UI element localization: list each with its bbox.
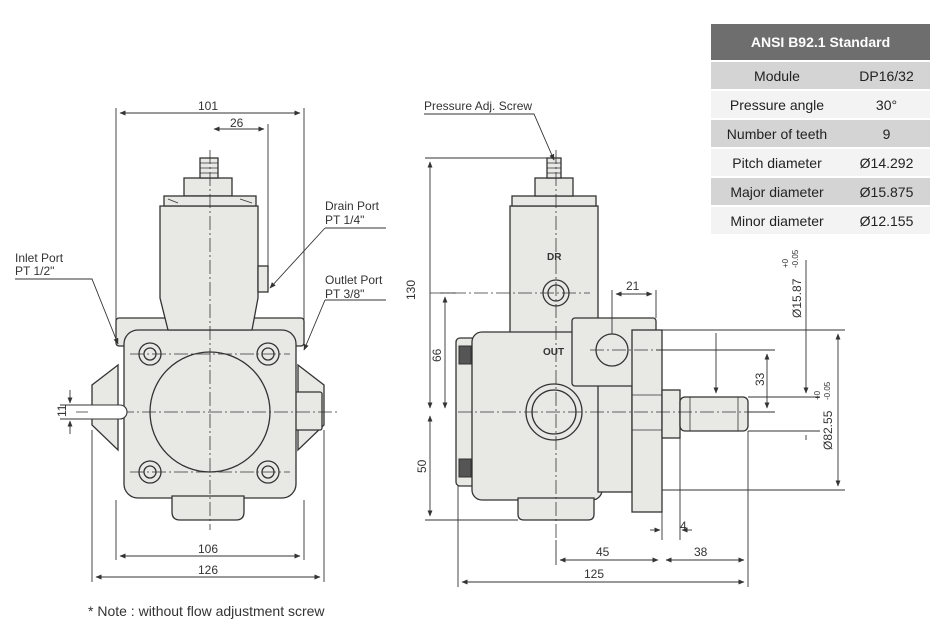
dim-101: 101: [198, 99, 218, 113]
row-param: Pitch diameter: [711, 149, 843, 176]
side-dimensions: [424, 113, 845, 587]
row-value: Ø12.155: [843, 207, 930, 234]
drain-port-label: Drain Port: [325, 199, 380, 213]
row-param: Minor diameter: [711, 207, 843, 234]
table-row: Pressure angle 30°: [711, 91, 930, 118]
front-screw-threads: [167, 162, 253, 204]
dim-33: 33: [753, 372, 767, 386]
dim-125: 125: [584, 567, 604, 581]
table-row: Pitch diameter Ø14.292: [711, 149, 930, 176]
dim-21: 21: [626, 279, 640, 293]
dim-106: 106: [198, 542, 218, 556]
row-param: Module: [711, 62, 843, 89]
dim-15-87-tol-lower: -0.05: [791, 249, 800, 268]
outlet-port-label: Outlet Port: [325, 273, 383, 287]
inlet-port-label: Inlet Port: [15, 251, 64, 265]
out-label: OUT: [543, 347, 564, 358]
spec-table-title: ANSI B92.1 Standard: [711, 24, 930, 60]
table-row: Minor diameter Ø12.155: [711, 207, 930, 234]
dim-50: 50: [415, 459, 429, 473]
inlet-slot: [88, 404, 128, 420]
dr-label: DR: [547, 252, 562, 263]
dim-82-55: Ø82.55: [821, 410, 835, 450]
pressure-adj-label: Pressure Adj. Screw: [424, 99, 532, 113]
side-center-lines: [430, 150, 760, 540]
row-param: Major diameter: [711, 178, 843, 205]
row-param: Pressure angle: [711, 91, 843, 118]
row-value: Ø14.292: [843, 149, 930, 176]
row-value: 30°: [843, 91, 930, 118]
front-view: [91, 157, 325, 521]
front-dimensions: [15, 108, 386, 582]
drain-port-size: PT 1/4": [325, 213, 364, 227]
inlet-port-size: PT 1/2": [15, 264, 54, 278]
dim-4: 4: [680, 519, 687, 533]
table-row: Major diameter Ø15.875: [711, 178, 930, 205]
row-param: Number of teeth: [711, 120, 843, 147]
dim-38: 38: [694, 545, 708, 559]
dim-15-87: Ø15.87: [790, 278, 804, 318]
dim-66: 66: [430, 348, 444, 362]
dim-45: 45: [596, 545, 610, 559]
dim-82-55-tol-upper: +0: [813, 390, 822, 400]
spline-spec-table: ANSI B92.1 Standard Module DP16/32 Press…: [711, 22, 930, 236]
side-view: [455, 157, 749, 521]
row-value: 9: [843, 120, 930, 147]
dim-130: 130: [404, 280, 418, 300]
outlet-port-size: PT 3/8": [325, 287, 364, 301]
dim-11: 11: [55, 404, 69, 417]
dim-26: 26: [230, 116, 244, 130]
dim-15-87-tol-upper: +0: [781, 258, 790, 268]
dim-82-55-tol-lower: -0.05: [823, 381, 832, 400]
row-value: Ø15.875: [843, 178, 930, 205]
side-plugs: [458, 345, 472, 478]
table-row: Number of teeth 9: [711, 120, 930, 147]
footnote: * Note : without flow adjustment screw: [88, 603, 325, 619]
row-value: DP16/32: [843, 62, 930, 89]
table-row: Module DP16/32: [711, 62, 930, 89]
dim-126: 126: [198, 563, 218, 577]
side-details: [547, 162, 739, 431]
